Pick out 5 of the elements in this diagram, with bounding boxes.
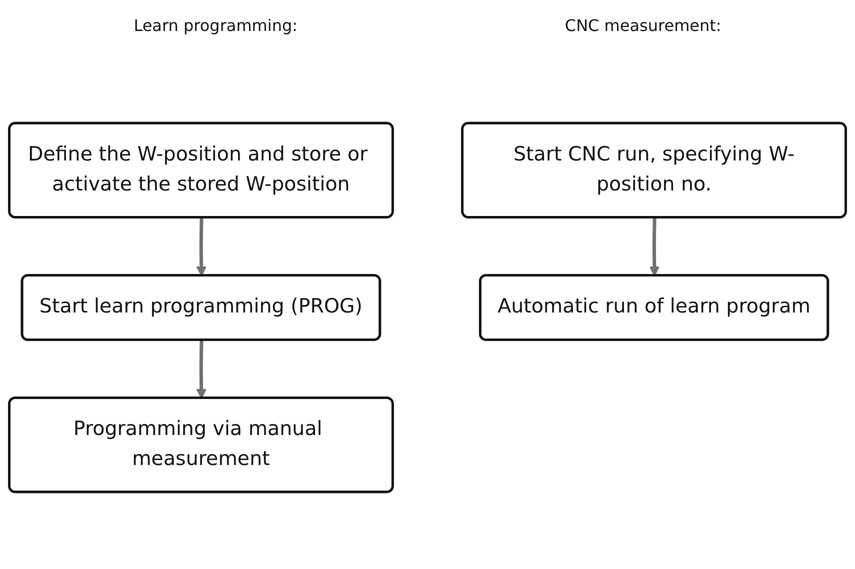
arrow — [196, 218, 206, 276]
column-heading: CNC measurement: — [564, 16, 722, 34]
arrow — [649, 218, 660, 276]
arrow — [196, 340, 206, 399]
column-heading: Learn programming: — [134, 16, 298, 34]
